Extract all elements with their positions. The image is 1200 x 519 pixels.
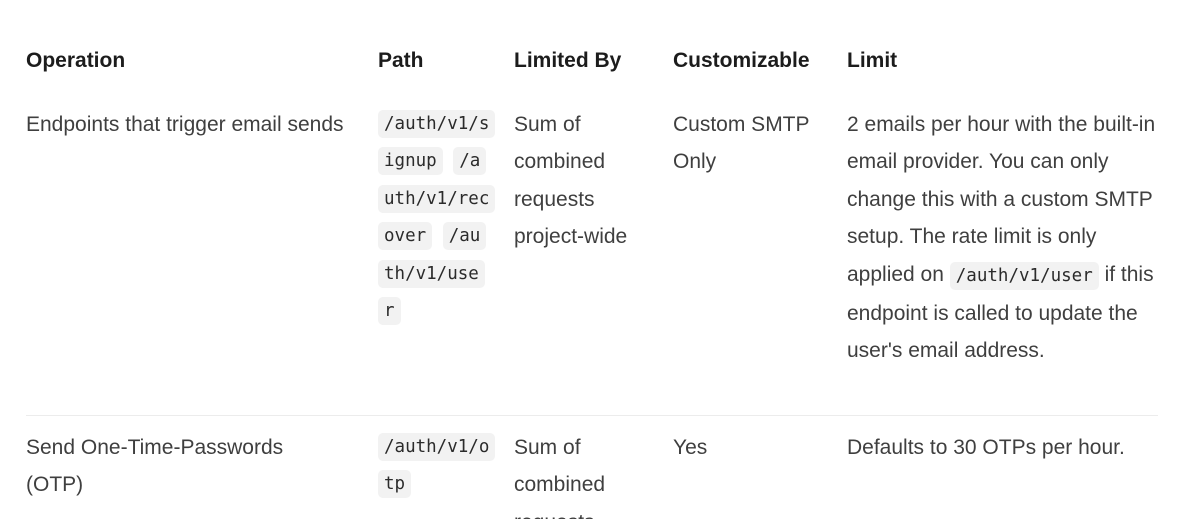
limited-by-cell: Sum of combined requests project-wide — [514, 113, 628, 249]
header-limited-by: Limited By — [514, 49, 622, 72]
limited-by-cell: Sum of combined requests — [514, 436, 606, 519]
limit-cell: 2 emails per hour with the built-in emai… — [847, 106, 1159, 370]
limit-cell: Defaults to 30 OTPs per hour. — [847, 436, 1125, 459]
row-divider — [26, 415, 1158, 416]
header-operation: Operation — [26, 49, 126, 72]
header-path: Path — [378, 49, 424, 72]
limit-text: if this endpoint is called to update the… — [847, 262, 1154, 363]
path-code: /auth/v1/otp — [378, 433, 496, 499]
operation-cell: Endpoints that trigger email sends — [26, 113, 344, 136]
operation-cell: Send One-Time-Passwords (OTP) — [26, 436, 284, 497]
header-customizable: Customizable — [673, 49, 810, 72]
customizable-cell: Custom SMTP Only — [673, 113, 810, 174]
path-cell: /auth/v1/otp — [378, 429, 496, 504]
path-cell: /auth/v1/signup /auth/v1/recover /auth/v… — [378, 106, 496, 330]
header-limit: Limit — [847, 49, 898, 72]
limit-text: 2 emails per hour with the built-in emai… — [847, 113, 1156, 286]
customizable-cell: Yes — [673, 436, 708, 459]
limit-code: /auth/v1/user — [949, 261, 1099, 290]
